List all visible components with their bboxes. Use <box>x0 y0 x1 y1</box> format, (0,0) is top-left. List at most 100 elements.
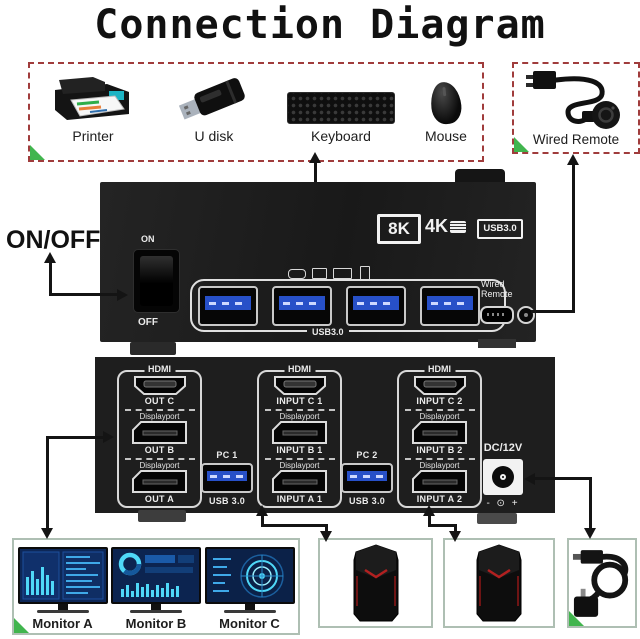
peripheral-keyboard: Keyboard <box>286 72 395 144</box>
power-adapter-icon <box>572 550 629 617</box>
arrow-right <box>103 431 114 443</box>
power-adapter-box <box>567 538 637 628</box>
device-foot <box>477 513 517 524</box>
switch-on-label: ON <box>141 234 155 244</box>
front-keyboard-icon <box>333 268 352 279</box>
monitor-a: Monitor A <box>17 547 108 631</box>
device-knob <box>455 169 505 182</box>
wired-remote-label: Wired Remote <box>532 132 620 147</box>
switch-off-label: OFF <box>138 317 158 328</box>
badge-4k: 4K <box>425 216 467 237</box>
dc-line <box>589 477 592 530</box>
port-label: OUT B <box>144 445 175 455</box>
arrow-up <box>423 505 435 516</box>
page-title: Connection Diagram <box>94 2 546 48</box>
pc2-usb-label: USB 3.0 <box>348 496 386 506</box>
arrow-left <box>524 473 535 485</box>
pc1-line <box>261 513 264 527</box>
usb-port <box>346 286 406 326</box>
corner-accent <box>30 145 45 160</box>
port-label: INPUT B 2 <box>416 445 463 455</box>
usb-port <box>201 463 253 493</box>
pc1-box <box>318 538 433 628</box>
pc2-label: PC 2 <box>356 450 378 460</box>
mouse-icon <box>428 72 464 126</box>
keyboard-icon <box>286 72 395 124</box>
pc1-label: PC 1 <box>216 450 238 460</box>
device-foot <box>138 510 186 522</box>
pc2-box <box>443 538 555 628</box>
port-label: INPUT B 1 <box>276 445 323 455</box>
port-label: INPUT C 1 <box>276 396 323 406</box>
usb-group-label: USB3.0 <box>307 327 349 337</box>
monitors-box: Monitor A Monitor B <box>12 538 300 635</box>
monitor-b-label: Monitor B <box>125 616 187 631</box>
kvm-front-view: 8K 4K USB3.0 ON OFF USB3.0 Wired Remote <box>100 169 536 355</box>
remote-button <box>517 306 535 324</box>
arrow-up <box>567 154 579 165</box>
arrow-up <box>44 252 56 263</box>
dc-jack <box>483 459 523 495</box>
port-label: INPUT A 2 <box>416 494 463 504</box>
front-mouse-icon <box>288 269 306 279</box>
dc-label: DC/12V <box>483 442 523 454</box>
hdmi-label: HDMI <box>144 364 175 374</box>
displayport-port <box>411 470 467 493</box>
pc2-usb-block: PC 2 USB 3.0 <box>338 450 396 507</box>
front-udisk-icon <box>360 266 370 280</box>
power-switch <box>133 249 180 313</box>
front-printer-icon <box>312 268 327 279</box>
front-remote-label: Wired Remote <box>481 279 513 299</box>
rear-output-column: HDMI OUT C Displayport OUT B Displayport <box>117 364 202 509</box>
peripheral-mouse: Mouse <box>425 72 467 144</box>
device-foot <box>130 342 176 355</box>
displayport-label: Displayport <box>419 461 460 470</box>
port-label: OUT A <box>144 494 175 504</box>
port-label: INPUT A 1 <box>276 494 323 504</box>
device-foot <box>478 339 516 348</box>
pc1-line <box>325 524 328 534</box>
displayport-port <box>271 470 327 493</box>
arrow-down <box>41 528 53 539</box>
displayport-port <box>131 421 187 444</box>
pc1-usb-label: USB 3.0 <box>208 496 246 506</box>
pc1-line <box>261 524 328 527</box>
arrow-up <box>256 505 268 516</box>
monitor-a-screen <box>17 547 108 604</box>
power-annotation: ON/OFF <box>6 226 101 254</box>
corner-accent <box>514 137 529 152</box>
hdmi-label: HDMI <box>424 364 455 374</box>
badge-8k: 8K <box>377 214 421 244</box>
remote-micro-usb-port <box>480 306 514 324</box>
arrow-up <box>309 152 321 163</box>
usb-port <box>272 286 332 326</box>
keyboard-label: Keyboard <box>310 128 371 144</box>
peripheral-printer: Printer <box>45 72 141 144</box>
badge-usb3: USB3.0 <box>477 219 523 239</box>
badge-4k-text: 4K <box>425 216 449 236</box>
printer-label: Printer <box>72 128 114 144</box>
pc-tower-icon <box>353 544 398 622</box>
displayport-port <box>411 421 467 444</box>
monitor-c: Monitor C <box>204 547 295 631</box>
pc2-line <box>428 524 457 527</box>
dc-line <box>533 477 592 480</box>
usb-port <box>420 286 480 326</box>
displayport-label: Displayport <box>279 461 320 470</box>
hdmi-mark-icon <box>450 220 467 233</box>
displayport-label: Displayport <box>279 412 320 421</box>
displayport-port <box>271 421 327 444</box>
remote-connection-line <box>572 162 575 312</box>
arrow-right <box>117 289 128 301</box>
displayport-label: Displayport <box>419 412 460 421</box>
pc-tower-icon <box>476 544 522 622</box>
arrow-down <box>320 531 332 542</box>
wired-remote-box: Wired Remote <box>512 62 640 154</box>
pc1-usb-block: PC 1 USB 3.0 <box>198 450 256 507</box>
power-line <box>49 261 52 296</box>
peripherals-box: Printer U disk Keyboard <box>28 62 484 162</box>
udisk-label: U disk <box>194 128 234 144</box>
printer-icon <box>45 72 141 124</box>
power-line <box>49 293 119 296</box>
udisk-icon <box>171 72 257 124</box>
